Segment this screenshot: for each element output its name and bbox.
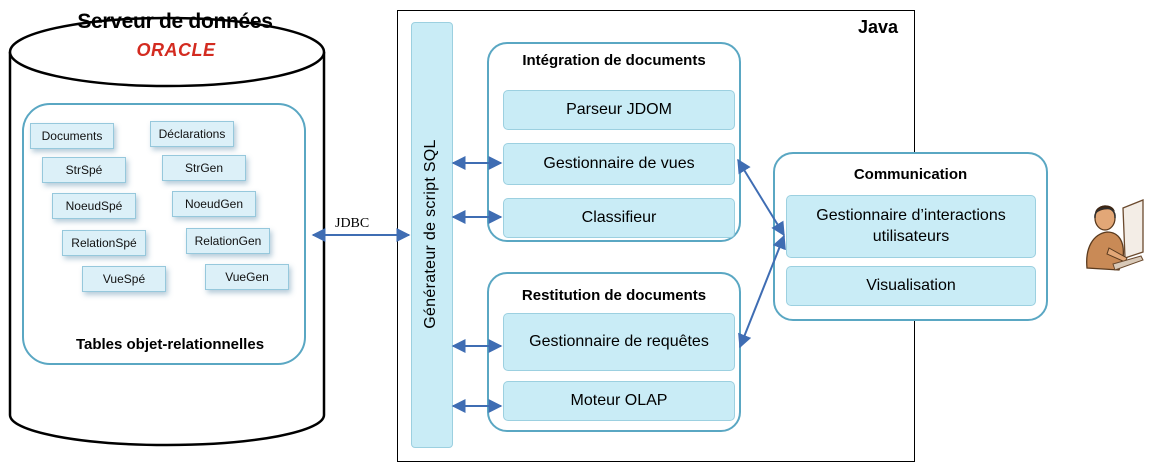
- table-card-vuespe: VueSpé: [82, 266, 166, 292]
- table-card-strspe: StrSpé: [42, 157, 126, 183]
- restitution-title: Restitution de documents: [521, 287, 707, 304]
- module-visualisation: Visualisation: [786, 266, 1036, 306]
- tables-label: Tables objet-relationnelles: [75, 336, 265, 353]
- module-gestionnaire-vues: Gestionnaire de vues: [503, 143, 735, 185]
- module-gestionnaire-requetes: Gestionnaire de requêtes: [503, 313, 735, 371]
- table-card-noeudspe: NoeudSpé: [52, 193, 136, 219]
- table-card-declarations: Déclarations: [150, 121, 234, 147]
- table-card-documents: Documents: [30, 123, 114, 149]
- database-title: Serveur de données: [77, 10, 273, 33]
- user-at-computer-icon: [1086, 199, 1144, 271]
- sql-generator-box: [411, 22, 453, 448]
- module-classifieur: Classifieur: [503, 198, 735, 238]
- table-card-vuegen: VueGen: [205, 264, 289, 290]
- communication-title: Communication: [853, 166, 968, 183]
- jdbc-label: JDBC: [335, 216, 370, 231]
- integration-title: Intégration de documents: [522, 52, 706, 69]
- module-parseur-jdom: Parseur JDOM: [503, 90, 735, 130]
- table-card-noeudgen: NoeudGen: [172, 191, 256, 217]
- table-card-strgen: StrGen: [162, 155, 246, 181]
- java-label: Java: [858, 17, 899, 37]
- table-card-relationspe: RelationSpé: [62, 230, 146, 256]
- arrow-vues-communication: [737, 158, 785, 237]
- module-moteur-olap: Moteur OLAP: [503, 381, 735, 421]
- oracle-logo: ORACLE: [136, 40, 216, 60]
- table-card-relationgen: RelationGen: [186, 228, 270, 254]
- module-gestionnaire-interactions: Gestionnaire d’interactions utilisateurs: [786, 195, 1036, 258]
- arrow-requetes-communication: [738, 234, 786, 349]
